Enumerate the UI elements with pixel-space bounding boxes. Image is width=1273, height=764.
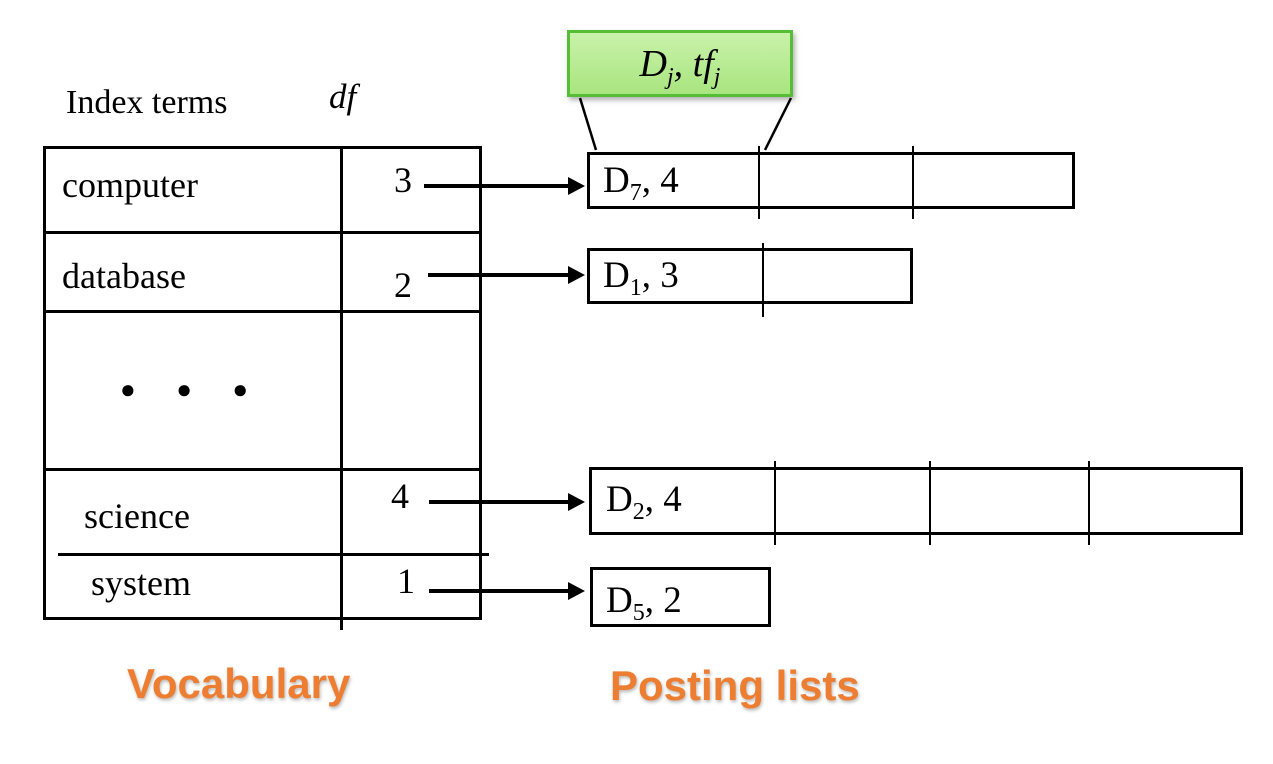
row-divider-computer-database xyxy=(43,231,482,234)
posting-cell-divider xyxy=(912,146,914,219)
doc-symbol: D xyxy=(603,160,630,201)
arrow-shaft xyxy=(424,184,570,188)
arrow-head-icon xyxy=(568,266,585,284)
doc-symbol: D xyxy=(603,255,630,296)
term-frequency: , 3 xyxy=(641,255,679,296)
posting-list-computer: D7, 4 xyxy=(587,146,1075,219)
arrow-head-icon xyxy=(568,493,585,511)
vocabulary-column-divider xyxy=(340,146,343,630)
posting-list-database: D1, 3 xyxy=(587,243,913,317)
arrow-head-icon xyxy=(568,177,585,195)
posting-entry-d5: D5, 2 xyxy=(606,580,682,625)
posting-entry-d7: D7, 4 xyxy=(603,160,679,205)
doc-symbol: D xyxy=(606,479,633,520)
row-divider-science-system xyxy=(58,553,489,556)
vocabulary-label: Vocabulary xyxy=(127,660,351,707)
posting-lists-label: Posting lists xyxy=(610,662,860,709)
posting-cell-callout: Dj, tfj xyxy=(567,30,793,97)
term-frequency: , 2 xyxy=(644,580,682,621)
arrow-science-posting xyxy=(429,493,585,511)
vocabulary-header-df: df xyxy=(329,77,357,116)
arrow-shaft xyxy=(429,589,570,593)
df-computer: 3 xyxy=(394,160,412,200)
term-science: science xyxy=(84,496,190,536)
callout-funnel-left-line xyxy=(578,97,598,151)
arrow-system-posting xyxy=(429,582,585,600)
term-system: system xyxy=(91,563,192,603)
callout-label: Dj, tfj xyxy=(639,42,721,89)
arrow-computer-posting xyxy=(424,177,585,195)
vocabulary-table-border xyxy=(43,146,482,620)
term-frequency: , 4 xyxy=(644,479,682,520)
row-divider-database-dots xyxy=(43,310,482,313)
posting-entry-d2: D2, 4 xyxy=(606,479,682,524)
callout-tf-subscript: j xyxy=(713,63,721,90)
doc-subscript: 1 xyxy=(629,275,642,301)
posting-cell-divider xyxy=(774,461,776,545)
term-ellipsis: ● ● ● xyxy=(120,375,263,404)
arrow-head-icon xyxy=(568,582,585,600)
vocabulary-header-index-terms: Index terms xyxy=(66,84,228,121)
doc-subscript: 7 xyxy=(629,180,642,206)
doc-subscript: 5 xyxy=(632,600,645,626)
arrow-database-posting xyxy=(428,266,585,284)
callout-funnel-right-line xyxy=(763,97,793,151)
callout-doc-symbol: D xyxy=(639,42,667,85)
posting-cell-divider xyxy=(758,146,760,219)
df-system: 1 xyxy=(397,561,415,601)
posting-cell-divider xyxy=(929,461,931,545)
doc-subscript: 2 xyxy=(632,499,645,525)
posting-list-system: D5, 2 xyxy=(590,567,771,627)
posting-list-science: D2, 4 xyxy=(589,461,1243,545)
df-science: 4 xyxy=(391,476,409,516)
callout-tf-symbol: , tf xyxy=(673,42,714,85)
term-database: database xyxy=(62,256,186,296)
doc-symbol: D xyxy=(606,580,633,621)
term-computer: computer xyxy=(62,165,198,205)
arrow-shaft xyxy=(429,500,570,504)
arrow-shaft xyxy=(428,273,570,277)
row-divider-dots-science xyxy=(43,468,482,471)
df-database: 2 xyxy=(394,265,412,305)
posting-cell-divider xyxy=(762,243,764,317)
posting-entry-d1: D1, 3 xyxy=(603,255,679,300)
callout-doc-subscript: j xyxy=(666,63,674,90)
posting-cell-divider xyxy=(1088,461,1090,545)
term-frequency: , 4 xyxy=(641,160,679,201)
